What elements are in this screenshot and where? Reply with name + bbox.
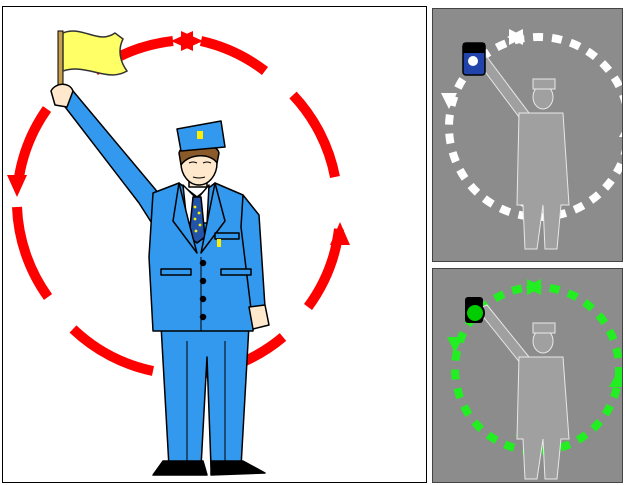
worker-figure [51,84,269,475]
left-shoe [153,461,207,475]
top-right-drawing [433,9,623,262]
lowered-hand [249,305,269,329]
main-panel [2,6,427,483]
main-drawing [3,7,427,483]
cap-badge [197,131,203,139]
signal-lamp-icon [463,43,485,75]
green-signal-lamp-icon [465,297,484,323]
name-badge [217,239,221,247]
arrowhead-right [330,222,350,245]
gray-worker-figure [477,57,569,249]
top-right-panel [432,8,623,262]
trousers [161,325,249,467]
right-shoe [211,461,265,475]
bottom-right-panel [432,268,623,483]
arrowhead-left [7,175,27,197]
bottom-right-drawing [433,269,623,483]
